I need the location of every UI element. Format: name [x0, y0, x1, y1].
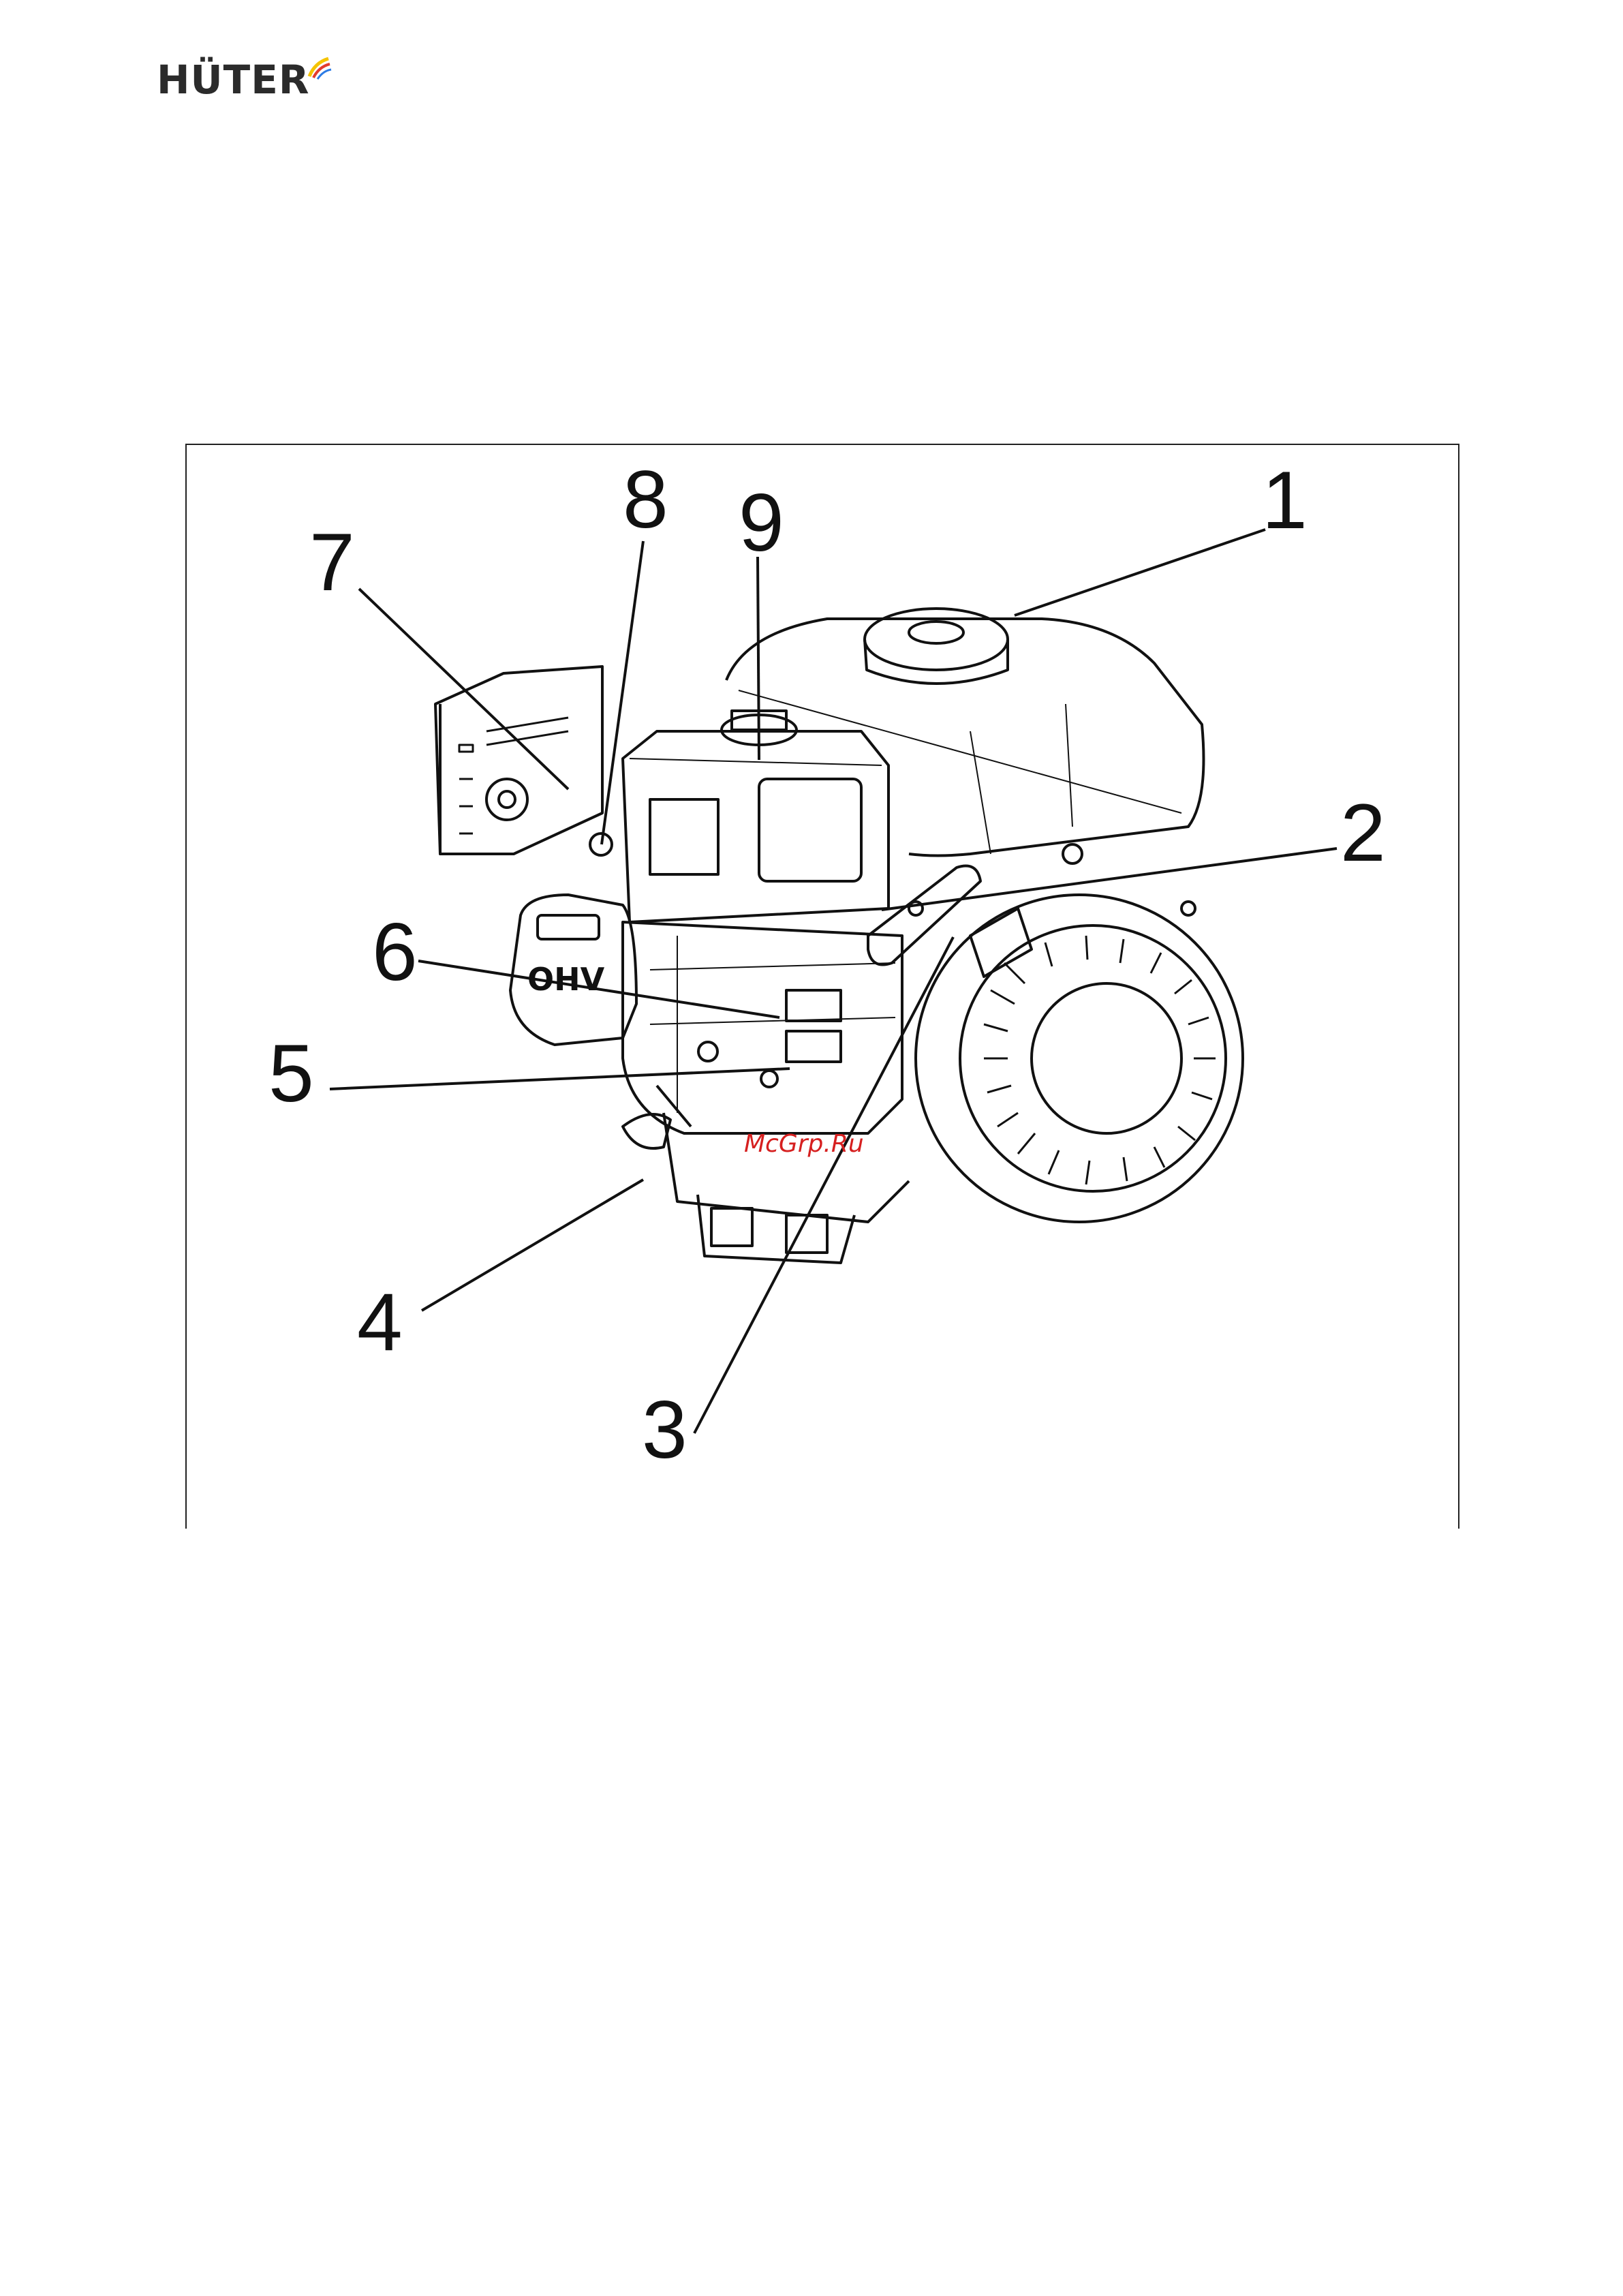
engine-drawing: OHV: [435, 609, 1243, 1263]
callout-2: 2: [1340, 787, 1386, 878]
watermark: McGrp.Ru: [744, 1130, 864, 1158]
callout-6: 6: [372, 906, 418, 998]
callout-7: 7: [309, 517, 355, 608]
callout-8: 8: [623, 454, 668, 545]
callout-4: 4: [357, 1276, 403, 1368]
logo-accent-icon: [305, 56, 333, 83]
callout-9: 9: [739, 477, 784, 568]
engine-diagram-frame: OHV: [185, 444, 1459, 1529]
brand-logo-text: HÜTER: [157, 56, 309, 104]
callout-5: 5: [268, 1028, 314, 1119]
callout-1: 1: [1262, 455, 1308, 546]
brand-logo: HÜTER: [157, 56, 334, 104]
engine-diagram: OHV: [187, 445, 1458, 1529]
leader-lines: [330, 530, 1337, 1433]
callout-3: 3: [642, 1384, 687, 1475]
